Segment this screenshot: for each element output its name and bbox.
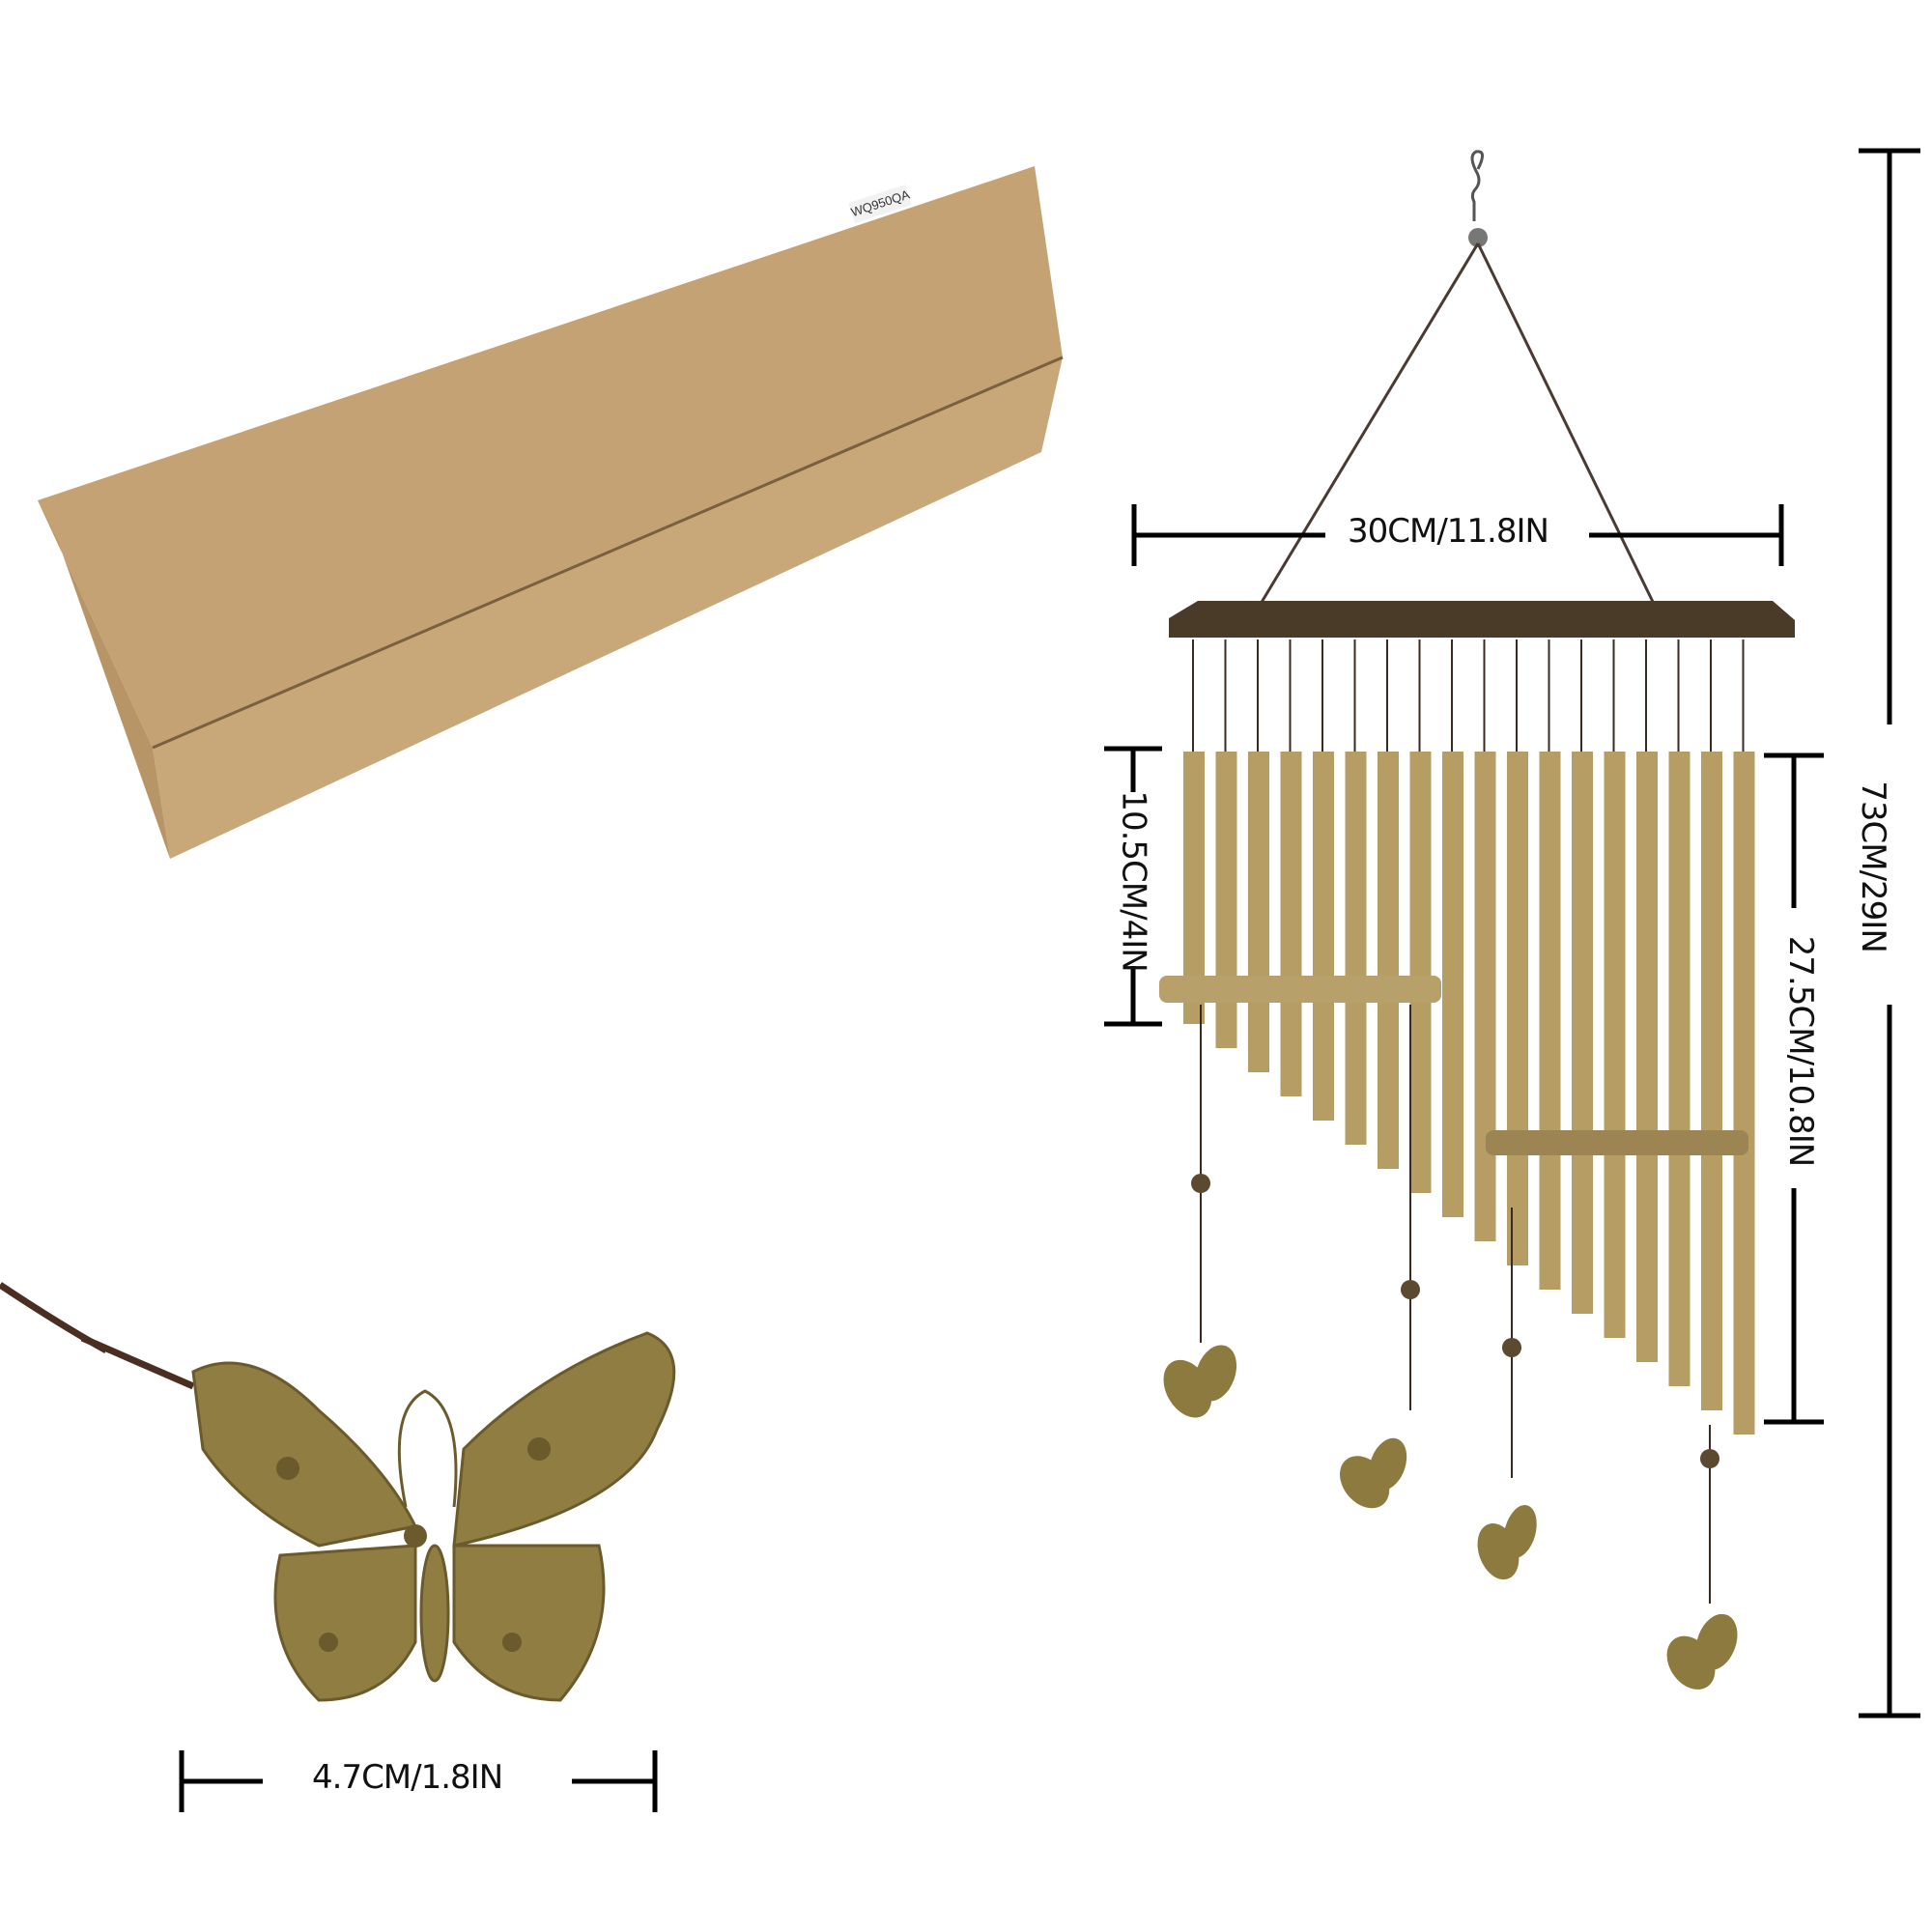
- chime-tube: [1668, 752, 1690, 1386]
- butterfly-left-lower-wing: [273, 1544, 417, 1702]
- butterfly-right-lower-wing: [452, 1544, 606, 1702]
- box-top-face: [38, 166, 1063, 748]
- chime-tube: [1636, 752, 1658, 1362]
- chime-tube: [1701, 752, 1722, 1410]
- flower-bead-icon: [1401, 1280, 1420, 1299]
- short-tube-dimension-label: 10.5CM/4IN: [1114, 790, 1153, 972]
- flower-bead-icon: [1700, 1449, 1719, 1468]
- chime-tube: [1409, 752, 1432, 1193]
- flower-bead-icon: [1191, 1174, 1210, 1193]
- total-height-dimension-label: 73CM/29IN: [1853, 781, 1892, 952]
- chime-tube: [1442, 752, 1463, 1217]
- chime-tube: [1280, 752, 1302, 1096]
- chime-tube: [1183, 752, 1205, 1024]
- chime-tube: [1378, 752, 1399, 1169]
- butterfly-pendant-icon: [1163, 1345, 1237, 1418]
- butterfly-body: [419, 1544, 450, 1683]
- long-tube-dimension-label: 27.5CM/10.8IN: [1781, 935, 1821, 1167]
- hook-icon: [1470, 150, 1484, 221]
- chime-tube: [1345, 752, 1367, 1145]
- chime-tube: [1474, 752, 1496, 1241]
- butterfly-pendant-icon: [1666, 1613, 1738, 1690]
- top-bar: [1169, 601, 1795, 638]
- chime-tube: [1604, 752, 1626, 1338]
- flower-bead-icon: [1502, 1338, 1521, 1357]
- butterfly-right-upper-wing: [452, 1331, 676, 1548]
- chime-tube: [1313, 752, 1334, 1121]
- butterfly-pendant-icon: [1477, 1505, 1537, 1580]
- width-dimension-label: 30CM/11.8IN: [1348, 512, 1549, 551]
- butterfly-left-upper-wing: [191, 1361, 418, 1548]
- butterfly-width-dimension-label: 4.7CM/1.8IN: [312, 1758, 503, 1797]
- chime-tube: [1215, 752, 1237, 1048]
- chime-tube: [1572, 752, 1593, 1314]
- striker-bar-right: [1486, 1130, 1748, 1155]
- striker-bar-left: [1159, 976, 1441, 1003]
- box-front-face: [153, 357, 1063, 859]
- butterfly-pendant-icon: [1340, 1437, 1407, 1509]
- chime-tube: [1733, 752, 1755, 1435]
